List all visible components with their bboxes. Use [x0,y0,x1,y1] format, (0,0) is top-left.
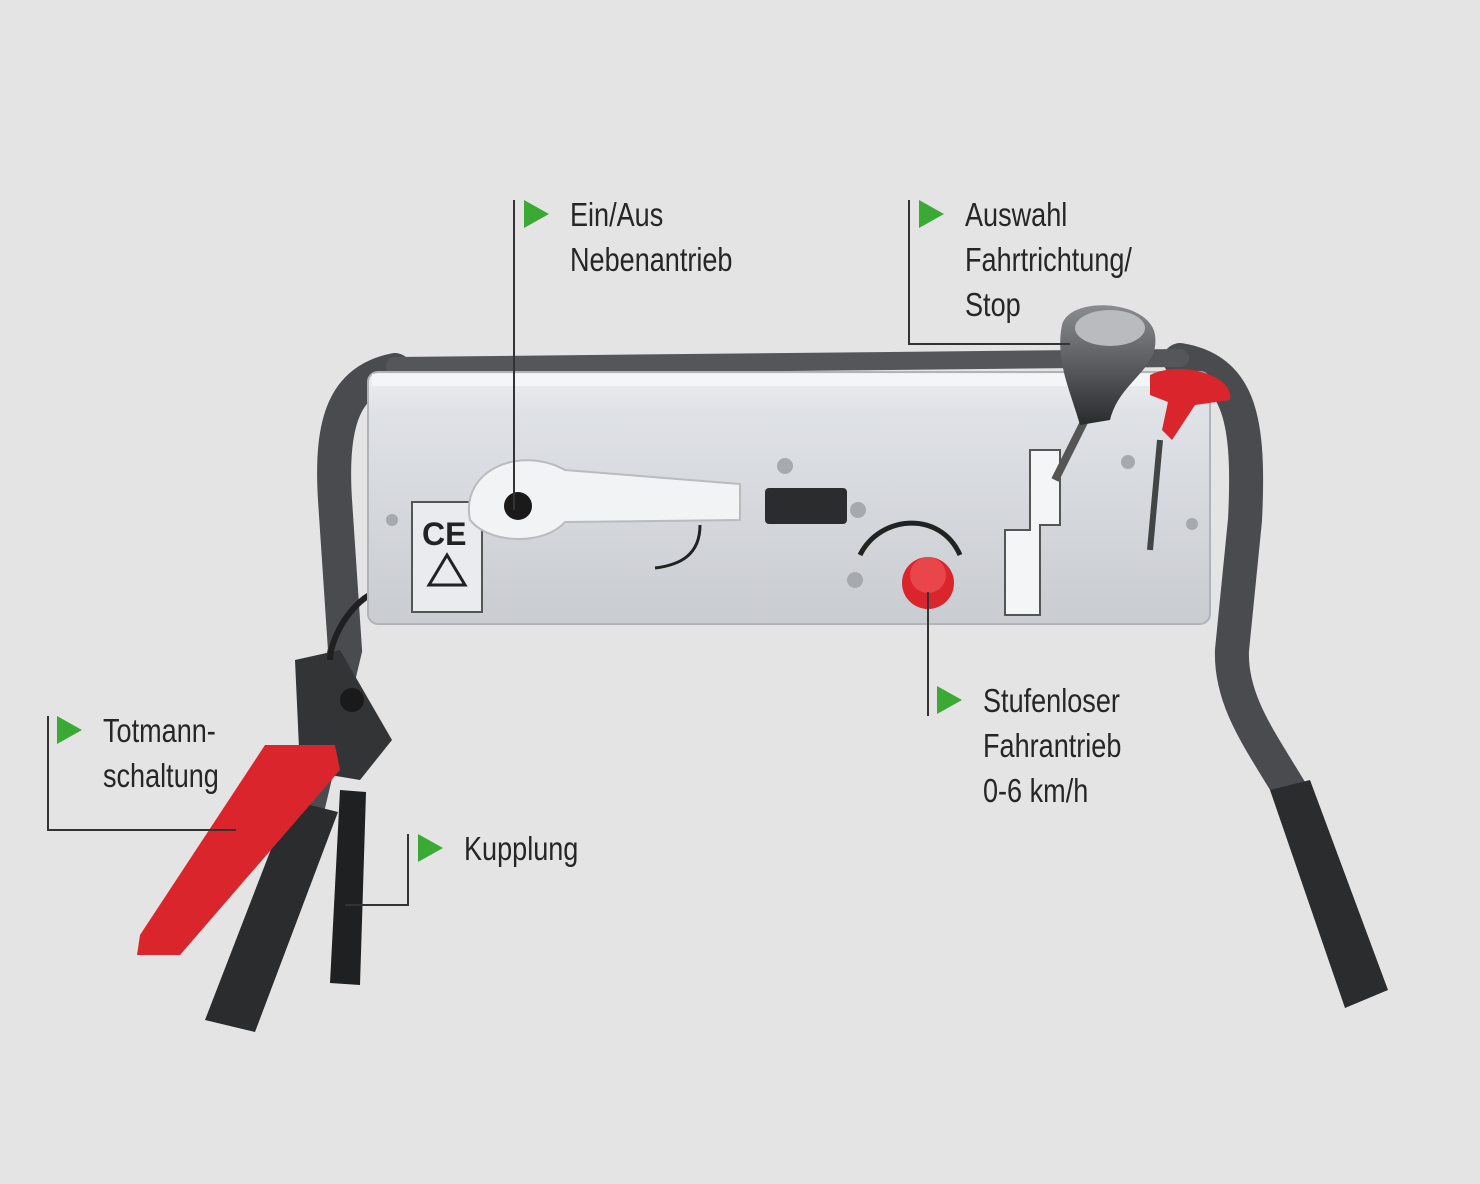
green-triangle-icon [937,686,962,714]
direction-lever-shaft [1051,418,1089,482]
green-triangle-icon [57,716,82,744]
callout-drive-line1: Stufenloser [983,682,1120,719]
callout-deadman: Totmann- schaltung [103,708,219,798]
callout-drive-line2: Fahrantrieb [983,727,1122,764]
ce-mark: CE [422,516,466,552]
pto-lever [467,459,847,540]
callout-deadman-line2: schaltung [103,757,219,794]
callout-drive: Stufenloser Fahrantrieb 0-6 km/h [983,678,1121,813]
callout-pto: Ein/Aus Nebenantrieb [570,192,732,282]
green-triangle-icon [524,200,549,228]
choke-lever [1150,369,1231,440]
control-panel: CE [367,305,1231,625]
top-frame-tube [386,349,1189,375]
marker-icons [57,200,962,862]
direction-leader [908,200,1070,345]
clutch-lever [330,790,366,985]
leader-lines [47,200,1070,906]
callout-direction: Auswahl Fahrtrichtung/ Stop [965,192,1132,327]
pto-arrow [654,524,702,570]
callout-deadman-line1: Totmann- [103,712,216,749]
callout-direction-line2: Fahrtrichtung/ [965,241,1132,278]
callout-direction-line1: Auswahl [965,196,1068,233]
callout-direction-line3: Stop [965,286,1021,323]
left-main-grip [205,800,338,1032]
right-grip [1270,780,1388,1008]
left-grip-assembly [137,587,392,1032]
deadman-leader [47,716,236,831]
warning-triangle-icon [426,552,468,587]
deadman-lever [137,745,340,955]
callout-clutch-line1: Kupplung [464,830,579,867]
green-triangle-icon [919,200,944,228]
callout-pto-line1: Ein/Aus [570,196,664,233]
callout-pto-line2: Nebenantrieb [570,241,733,278]
pto-knob [504,492,532,520]
lever-pivot [340,688,364,712]
speed-arc [857,520,963,557]
callout-drive-line3: 0-6 km/h [983,772,1089,809]
right-frame-tube [1163,343,1307,807]
callout-clutch: Kupplung [464,826,578,871]
clutch-leader [345,834,409,906]
green-triangle-icon [418,834,443,862]
